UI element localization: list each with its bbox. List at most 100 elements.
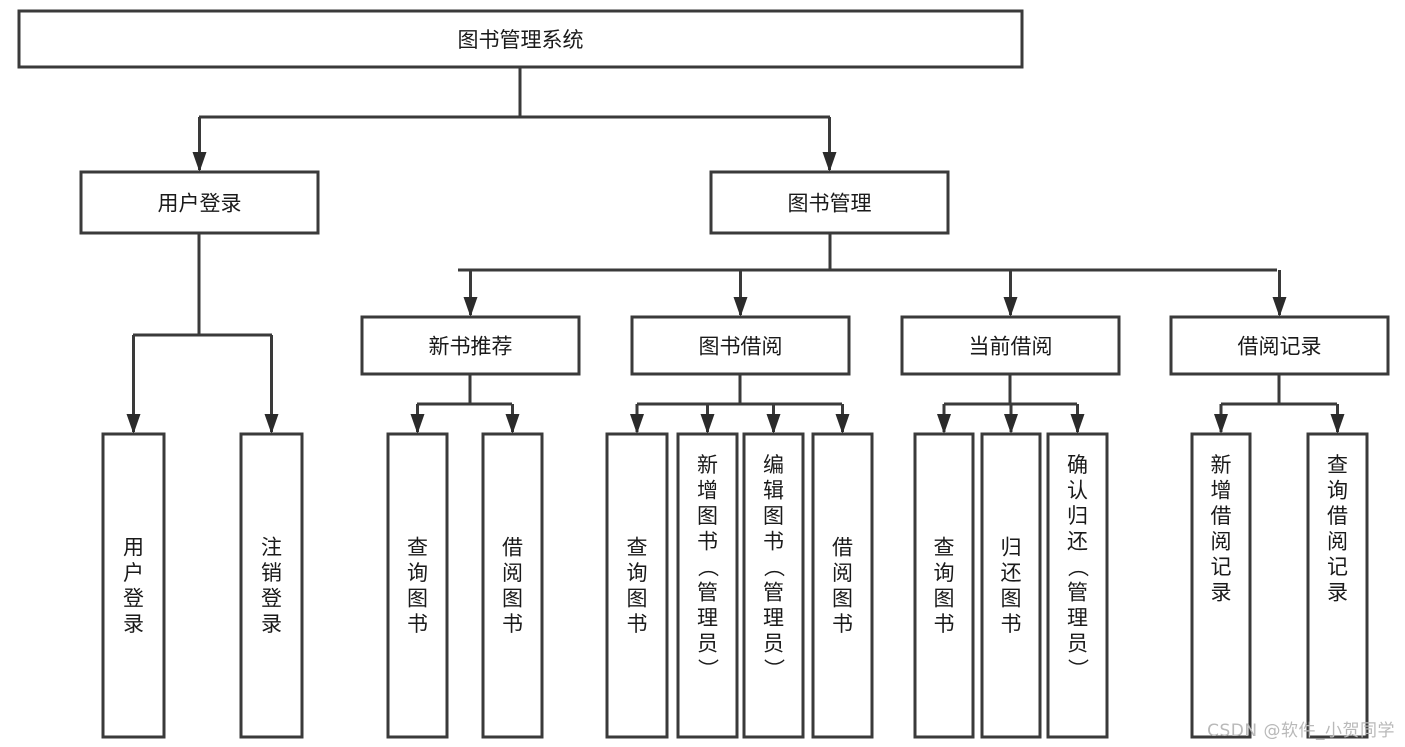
connector-leaf-confirm-return — [1070, 404, 1085, 434]
connector-leaf-borrow-book-a — [505, 404, 520, 434]
arrow-head-icon — [937, 414, 951, 434]
node-label-char: ） — [762, 658, 786, 679]
node-box — [1190, 432, 1252, 739]
node-label-char: 询 — [1327, 478, 1348, 502]
node-label-char: 图 — [407, 586, 428, 610]
connector-group — [637, 374, 842, 406]
node-user-login[interactable]: 用户登录 — [79, 170, 320, 235]
node-book-manage[interactable]: 图书管理 — [709, 170, 950, 235]
node-label-char: 新 — [1211, 453, 1232, 477]
connector-new-book-recommend — [463, 270, 478, 317]
arrow-head-icon — [505, 414, 520, 434]
node-box — [1046, 432, 1109, 739]
connector-group — [458, 233, 1277, 272]
arrow-head-icon — [835, 414, 850, 434]
node-box — [605, 432, 669, 739]
node-label-char: 管 — [1067, 580, 1088, 604]
arrow-head-icon — [463, 297, 478, 317]
arrow-head-icon — [264, 414, 279, 434]
node-label-char: 销 — [261, 561, 282, 585]
connector-leaf-borrow-book-b — [835, 404, 850, 434]
node-label-char: 借 — [1327, 504, 1348, 528]
node-root[interactable]: 图书管理系统 — [17, 9, 1024, 69]
node-label-char: 询 — [407, 561, 428, 585]
arrow-head-icon — [1214, 414, 1228, 434]
connector-group — [199, 67, 830, 119]
node-label-char: 阅 — [832, 561, 853, 585]
connector-leaf-query-book-c — [937, 404, 951, 434]
node-label-char: 管 — [763, 580, 784, 604]
node-box — [709, 170, 950, 235]
node-label-char: 增 — [1211, 478, 1232, 502]
arrow-head-icon — [1004, 414, 1018, 434]
node-label-char: 认 — [1067, 478, 1088, 502]
node-label-char: 书 — [832, 612, 853, 636]
connector-leaf-query-borrow-record — [1330, 404, 1345, 434]
arrow-head-icon — [126, 414, 141, 434]
node-current-borrow[interactable]: 当前借阅 — [900, 315, 1121, 376]
node-book-borrow[interactable]: 图书借阅 — [630, 315, 851, 376]
node-label-char: 图 — [697, 504, 718, 528]
node-label-char: 书 — [1001, 612, 1022, 636]
node-label: 图书管理 — [788, 192, 872, 216]
node-label-char: 阅 — [502, 561, 523, 585]
node-label-char: 阅 — [1327, 529, 1348, 553]
arrow-head-icon — [1003, 297, 1018, 317]
node-label-char: 辑 — [763, 478, 784, 502]
node-label-char: ） — [1066, 658, 1090, 679]
connector-book-manage — [822, 117, 837, 172]
watermark-text: CSDN @软件_小贺同学 — [1207, 721, 1395, 741]
node-box — [742, 432, 805, 739]
node-label-char: 确 — [1067, 453, 1088, 477]
node-new-book-recommend[interactable]: 新书推荐 — [360, 315, 581, 376]
connector-borrow-record — [1272, 270, 1287, 317]
node-box — [630, 315, 851, 376]
node-label: 借阅记录 — [1238, 335, 1322, 359]
node-label-char: 书 — [934, 612, 955, 636]
node-label-char: ） — [696, 658, 720, 679]
node-box — [900, 315, 1121, 376]
node-label-char: 员 — [763, 631, 784, 655]
connector-leaf-add-borrow-record — [1214, 404, 1228, 434]
node-label-char: 归 — [1067, 504, 1088, 528]
node-label-char: 编 — [763, 453, 784, 477]
connector-leaf-query-book-b — [630, 404, 644, 434]
connector-group — [944, 374, 1077, 406]
node-box — [360, 315, 581, 376]
node-label-char: 查 — [407, 535, 428, 559]
node-borrow-record[interactable]: 借阅记录 — [1169, 315, 1390, 376]
connector-group — [417, 374, 512, 406]
node-label-char: 登 — [261, 586, 282, 610]
node-box — [913, 432, 975, 739]
node-label-char: 图 — [832, 586, 853, 610]
node-label-char: 借 — [502, 535, 523, 559]
node-label-char: 增 — [697, 478, 718, 502]
node-label-char: 查 — [934, 535, 955, 559]
node-leaf-user-login[interactable]: 用户登录 — [101, 432, 166, 739]
node-label-char: 书 — [763, 529, 784, 553]
arrow-head-icon — [733, 297, 748, 317]
arrow-head-icon — [192, 152, 207, 172]
node-label-char: 书 — [502, 612, 523, 636]
node-label-char: 图 — [763, 504, 784, 528]
node-label-char: 查 — [627, 535, 648, 559]
node-box — [1169, 315, 1390, 376]
node-box — [676, 432, 739, 739]
node-label-char: 员 — [697, 631, 718, 655]
node-label-char: 记 — [1211, 555, 1232, 579]
node-label-char: 查 — [1327, 453, 1348, 477]
arrow-head-icon — [822, 152, 837, 172]
